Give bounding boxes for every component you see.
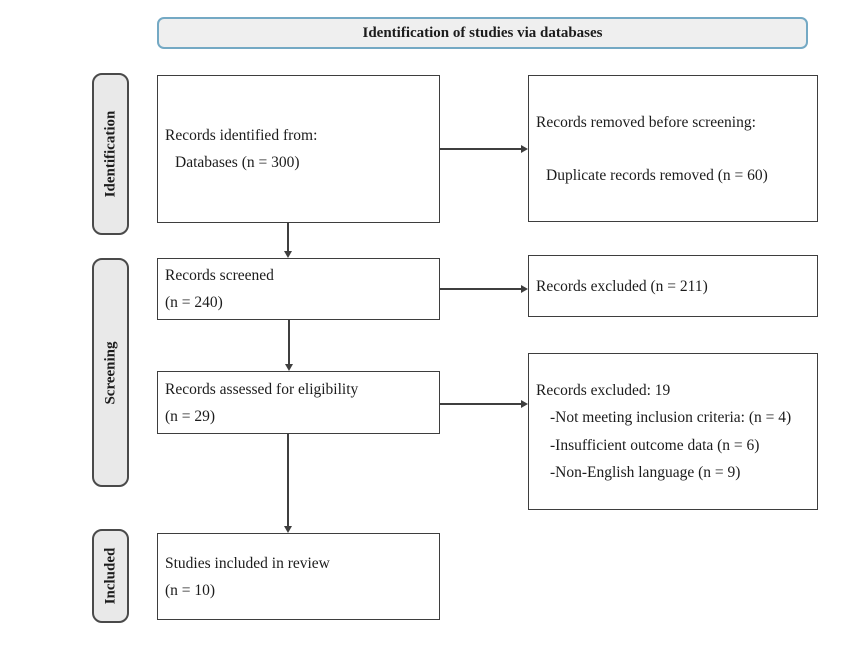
arrow-assessed-to-excluded-line	[440, 403, 521, 405]
records-identified-line2: Databases (n = 300)	[175, 154, 300, 171]
phase-label-included: Included	[92, 529, 129, 623]
studies-included-line1: Studies included in review	[165, 554, 330, 572]
arrow-screened-to-excluded-line	[440, 288, 521, 290]
diagram-title-box: Identification of studies via databases	[157, 17, 808, 49]
records-excluded-reasons-line1: Records excluded: 19	[536, 381, 671, 399]
records-excluded-reason1: -Not meeting inclusion criteria: (n = 4)	[550, 409, 792, 426]
records-removed-line2: Duplicate records removed (n = 60)	[546, 166, 768, 184]
arrow-identified-to-screened-head	[284, 251, 292, 258]
arrow-identified-to-screened-line	[287, 223, 289, 251]
phase-label-screening-text: Screening	[102, 340, 118, 405]
phase-label-identification: Identification	[92, 73, 129, 235]
records-excluded-reason2: -Insufficient outcome data (n = 6)	[550, 436, 760, 454]
arrow-assessed-to-excluded-head	[521, 400, 528, 408]
arrow-screened-to-assessed-line	[288, 320, 290, 364]
arrow-screened-to-assessed-head	[285, 364, 293, 371]
arrow-identified-to-removed-line	[440, 148, 521, 150]
phase-label-identification-text: Identification	[102, 110, 118, 198]
phase-label-included-text: Included	[102, 547, 118, 605]
studies-included-line2: (n = 10)	[165, 581, 216, 599]
arrow-assessed-to-included-head	[284, 526, 292, 533]
arrow-identified-to-removed-head	[521, 145, 528, 153]
records-identified-line1: Records identified from:	[165, 127, 318, 144]
arrow-assessed-to-included-line	[287, 434, 289, 526]
records-excluded-line1: Records excluded (n = 211)	[536, 277, 708, 295]
box-records-excluded-reasons: Records excluded: 19 -Not meeting inclus…	[528, 353, 818, 510]
box-records-assessed: Records assessed for eligibility (n = 29…	[157, 371, 440, 434]
records-excluded-reason3: -Non-English language (n = 9)	[550, 464, 741, 481]
diagram-title: Identification of studies via databases	[362, 24, 603, 41]
box-records-removed: Records removed before screening: Duplic…	[528, 75, 818, 222]
records-assessed-line1: Records assessed for eligibility	[165, 380, 359, 398]
box-studies-included: Studies included in review (n = 10)	[157, 533, 440, 620]
phase-label-screening: Screening	[92, 258, 129, 487]
records-removed-line1: Records removed before screening:	[536, 113, 756, 131]
records-screened-line2: (n = 240)	[165, 294, 223, 311]
arrow-screened-to-excluded-head	[521, 285, 528, 293]
records-assessed-line2: (n = 29)	[165, 407, 216, 425]
records-screened-line1: Records screened	[165, 267, 274, 284]
box-records-identified: Records identified from: Databases (n = …	[157, 75, 440, 223]
box-records-screened: Records screened (n = 240)	[157, 258, 440, 320]
box-records-excluded: Records excluded (n = 211)	[528, 255, 818, 317]
